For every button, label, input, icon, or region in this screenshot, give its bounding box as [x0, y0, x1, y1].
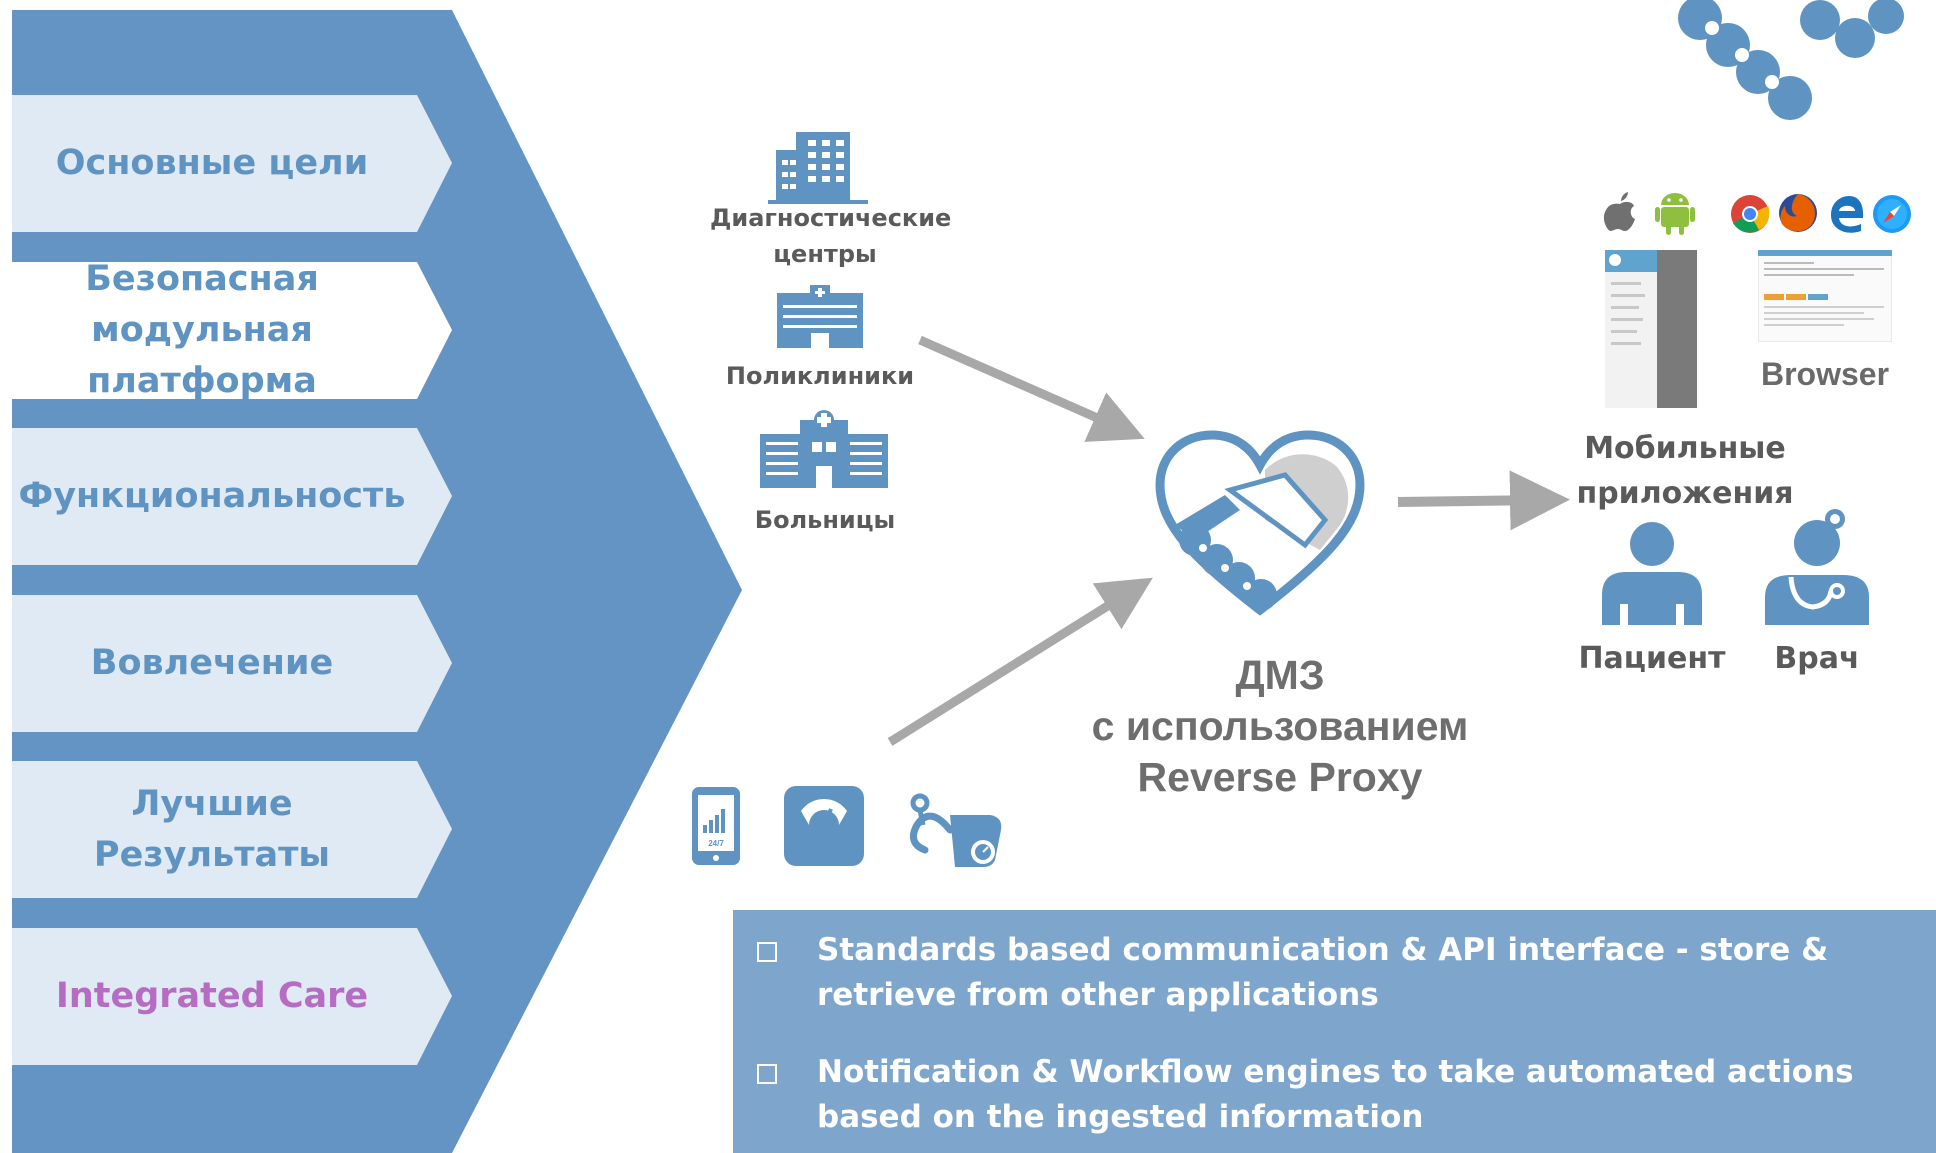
phone-icon: 24/7 [692, 787, 740, 865]
label-doctor: Врач [1774, 641, 1860, 676]
handshake-icon [1678, 0, 1904, 120]
mobile-app-screenshot [1605, 250, 1697, 408]
feature-item: Standards based communication & API inte… [753, 928, 1896, 1018]
label-hospitals: Больницы [754, 506, 896, 534]
chrome-icon [1731, 195, 1770, 233]
nav-item-label: Лучшие Результаты [93, 783, 331, 875]
android-icon [1655, 193, 1695, 235]
feature-item: Notification & Workflow engines to take … [753, 1050, 1896, 1140]
scale-icon [784, 786, 864, 866]
safari-icon [1873, 195, 1911, 233]
apple-icon [1603, 192, 1635, 231]
feature-panel: Standards based communication & API inte… [733, 910, 1936, 1153]
nav-item-label: Безопасная модульная платформа [85, 259, 319, 401]
building-icon [768, 132, 868, 204]
firefox-icon [1779, 194, 1817, 232]
nav-item-main-goals[interactable]: Основные цели [12, 95, 452, 232]
checkbox-bullet-icon [757, 1064, 777, 1084]
hospital-icon [760, 410, 888, 488]
checkbox-bullet-icon [757, 942, 777, 962]
nav-item-best-results[interactable]: Лучшие Результаты [12, 761, 452, 898]
hub-proxy: Reverse Proxy [1137, 754, 1423, 800]
blood-pressure-icon [909, 793, 1002, 867]
nav-item-label: Основные цели [55, 143, 369, 183]
label-browser: Browser [1760, 356, 1890, 392]
label-patient: Пациент [1578, 641, 1726, 676]
nav-item-label: Функциональность [18, 476, 406, 516]
svg-text:24/7: 24/7 [708, 839, 724, 848]
nav-item-secure-platform[interactable]: Безопасная модульная платформа [12, 259, 452, 401]
nav-item-label: Integrated Care [55, 976, 369, 1016]
clinic-icon [777, 285, 863, 348]
nav-item-label: Вовлечение [90, 643, 334, 683]
feature-text: Standards based communication & API inte… [817, 932, 1829, 1013]
nav-item-functionality[interactable]: Функциональность [12, 428, 452, 565]
hub-title: ДМЗ [1235, 652, 1325, 698]
nav-item-engagement[interactable]: Вовлечение [12, 595, 452, 732]
browser-screenshot [1758, 250, 1892, 342]
patient-icon [1602, 522, 1702, 625]
label-clinics: Поликлиники [725, 362, 915, 390]
feature-text: Notification & Workflow engines to take … [817, 1054, 1854, 1135]
edge-icon [1831, 196, 1864, 233]
hub-subtitle: с использованием [1091, 703, 1469, 749]
heart-handshake-icon [1155, 430, 1365, 616]
nav-item-integrated-care[interactable]: Integrated Care [12, 928, 452, 1065]
label-diagnostic-centers: Диагностические центры [710, 204, 952, 268]
label-mobile-apps: Мобильные приложения [1576, 431, 1794, 511]
doctor-icon [1765, 509, 1869, 625]
